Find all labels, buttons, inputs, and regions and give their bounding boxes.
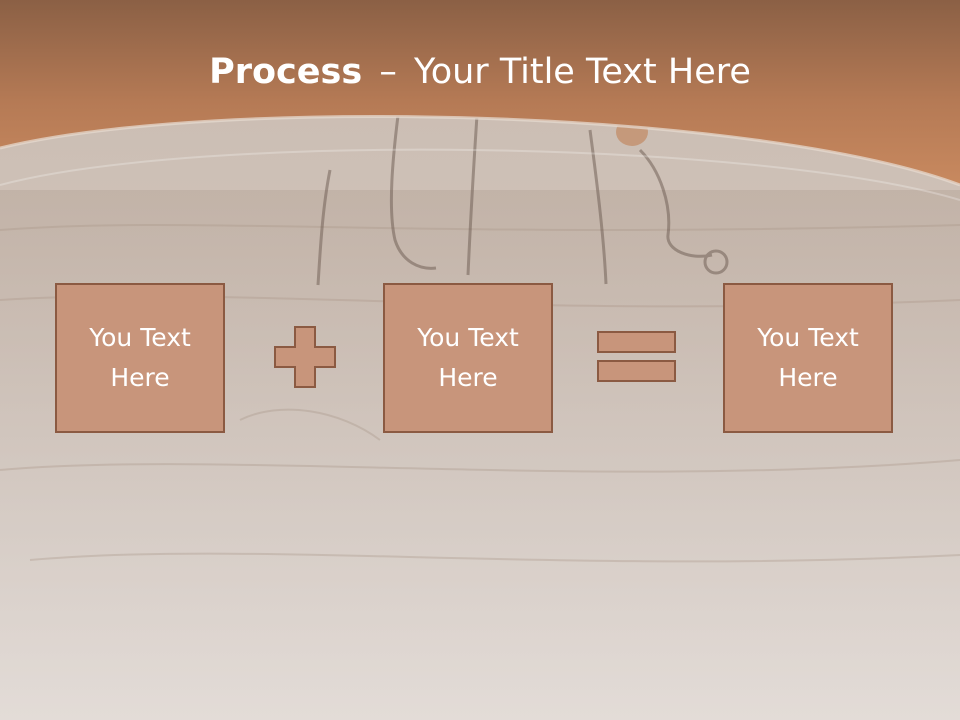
process-box-2[interactable]: You Text Here bbox=[383, 283, 553, 433]
wire-figure bbox=[316, 99, 729, 286]
plus-icon bbox=[274, 326, 336, 388]
process-box-2-text: You Text Here bbox=[417, 323, 519, 392]
title-separator: – bbox=[379, 52, 397, 92]
process-box-3-text: You Text Here bbox=[757, 323, 859, 392]
process-box-3[interactable]: You Text Here bbox=[723, 283, 893, 433]
process-box-1[interactable]: You Text Here bbox=[55, 283, 225, 433]
title-text: Your Title Text Here bbox=[413, 52, 751, 92]
header-band bbox=[0, 0, 960, 185]
process-box-1-text: You Text Here bbox=[89, 323, 191, 392]
title-bold-text: Process bbox=[209, 52, 363, 92]
equals-icon bbox=[597, 331, 676, 382]
slide-title: Process – Your Title Text Here bbox=[0, 52, 960, 92]
